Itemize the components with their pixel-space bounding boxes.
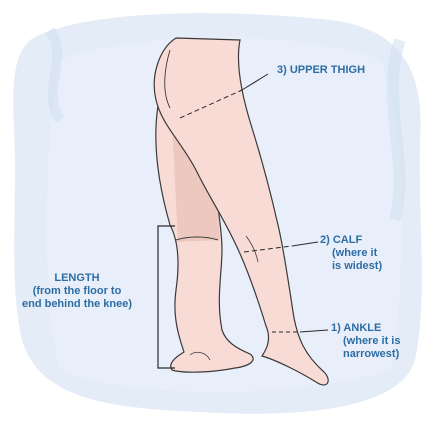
- ankle-label-line2: (where it is: [331, 335, 400, 348]
- length-label-line2: (from the floor to: [4, 285, 150, 298]
- ankle-label-line3: narrowest): [331, 348, 400, 361]
- length-label-line1: LENGTH: [4, 272, 150, 285]
- ankle-label-line1: 1) ANKLE: [331, 322, 400, 335]
- upper-thigh-label: 3) UPPER THIGH: [277, 64, 365, 77]
- length-label-line3: end behind the knee): [4, 298, 150, 311]
- calf-label-line3: is widest): [320, 260, 382, 273]
- calf-label-line1: 2) CALF: [320, 234, 382, 247]
- upper-thigh-label-line1: 3) UPPER THIGH: [277, 64, 365, 77]
- ankle-label: 1) ANKLE (where it is narrowest): [331, 322, 400, 361]
- calf-label: 2) CALF (where it is widest): [320, 234, 382, 273]
- calf-label-line2: (where it: [320, 247, 382, 260]
- length-label: LENGTH (from the floor to end behind the…: [4, 272, 150, 311]
